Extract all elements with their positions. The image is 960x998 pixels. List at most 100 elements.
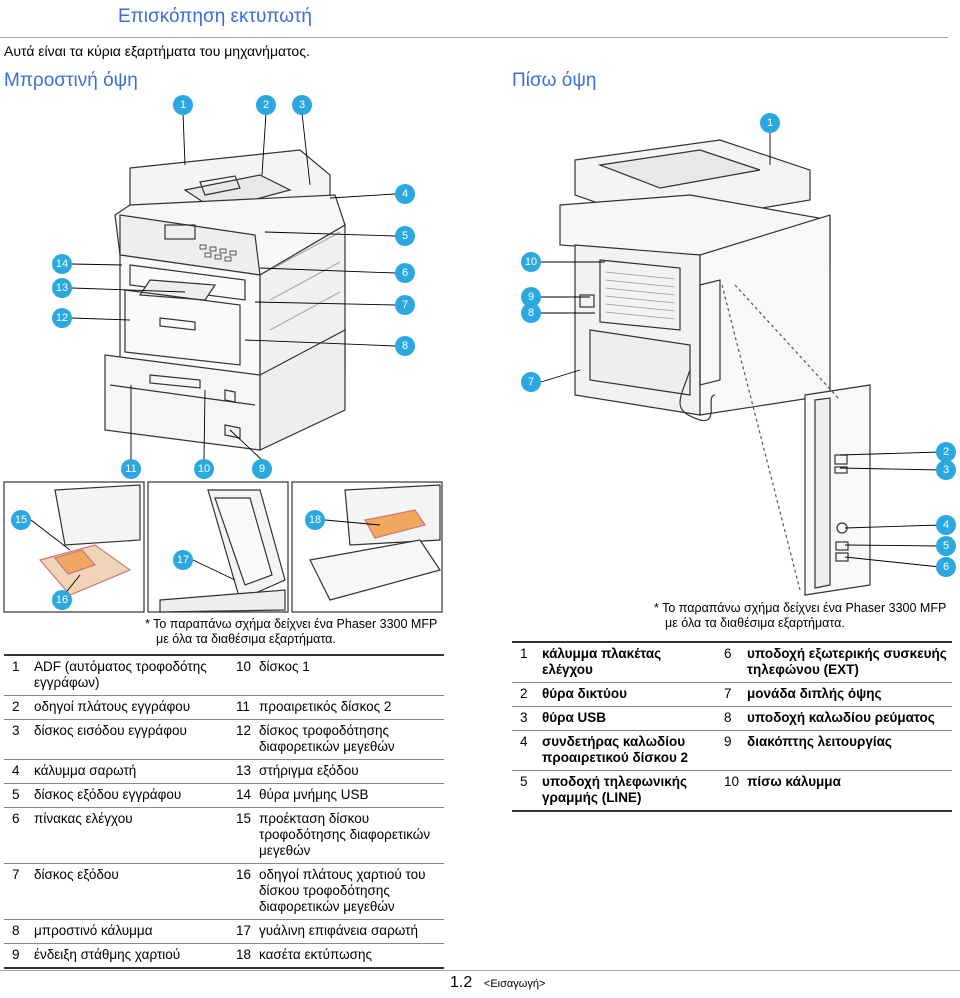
part-number: 13 (236, 763, 252, 778)
front-callout-5: 5 (395, 226, 415, 246)
rear-note: * Το παραπάνω σχήμα δείχνει ένα Phaser 3… (654, 601, 946, 631)
inset-bypass-tray (3, 481, 145, 613)
front-note: * Το παραπάνω σχήμα δείχνει ένα Phaser 3… (145, 617, 437, 647)
part-label: δίσκος εξόδου εγγράφου (34, 787, 182, 802)
part-number: 12 (236, 723, 252, 738)
part-label: συνδετήρας καλωδίου προαιρετικού δίσκου … (542, 734, 689, 765)
part-label: οδηγοί πλάτους εγγράφου (34, 699, 191, 714)
rear-callout-8: 8 (521, 303, 541, 323)
part-number: 11 (236, 699, 251, 714)
front-callout-11: 11 (121, 459, 141, 479)
part-label: μονάδα διπλής όψης (747, 686, 882, 701)
part-label: θύρα μνήμης USB (259, 787, 369, 802)
inset-toner-cartridge (291, 481, 443, 613)
front-callout-18: 18 (305, 510, 325, 530)
page-title: Επισκόπηση εκτυπωτή (118, 6, 312, 27)
part-number: 6 (12, 811, 20, 826)
part-label: πίσω κάλυμμα (747, 774, 841, 789)
part-label: κασέτα εκτύπωσης (259, 947, 372, 962)
part-number: 5 (12, 787, 20, 802)
rear-note-line2: με όλα τα διαθέσιμα εξαρτήματα. (665, 616, 845, 630)
part-number: 9 (12, 947, 20, 962)
rear-callout-10: 10 (521, 252, 541, 272)
front-callout-13: 13 (52, 278, 72, 298)
part-number: 6 (724, 646, 732, 661)
rear-note-line1: * Το παραπάνω σχήμα δείχνει ένα Phaser 3… (654, 601, 947, 615)
part-label: κάλυμμα σαρωτή (34, 763, 137, 778)
table-row: 2 οδηγοί πλάτους εγγράφου 11 προαιρετικός δ… (4, 696, 444, 720)
rear-callout-2: 2 (936, 442, 956, 462)
part-label: προαιρετικός δίσκος 2 (259, 699, 392, 714)
front-note-line1: * Το παραπάνω σχήμα δείχνει ένα Phaser 3… (145, 617, 438, 631)
front-callout-4: 4 (395, 184, 415, 204)
front-printer-drawing (104, 149, 346, 451)
front-callout-8: 8 (395, 336, 415, 356)
part-number: 8 (724, 710, 732, 725)
rear-callout-3: 3 (936, 460, 956, 480)
part-number: 7 (724, 686, 732, 701)
front-callout-10: 10 (194, 459, 214, 479)
inset-scanner-glass (147, 481, 289, 613)
part-number: 10 (236, 659, 252, 674)
rear-callout-4: 4 (936, 515, 956, 535)
front-callout-12: 12 (52, 308, 72, 328)
part-label: υποδοχή καλωδίου ρεύματος (747, 710, 935, 725)
page-number: 1.2 (450, 974, 473, 991)
part-number: 7 (12, 867, 20, 882)
front-callout-6: 6 (395, 263, 415, 283)
part-label: διακόπτης λειτουργίας (747, 734, 892, 749)
part-number: 17 (236, 923, 252, 938)
part-label: θύρα δικτύου (542, 686, 628, 701)
rear-view-heading: Πίσω όψη (512, 70, 597, 91)
front-view-heading: Μπροστινή όψη (4, 70, 138, 91)
part-label: προέκταση δίσκου τροφοδότησης διαφορετικ… (259, 811, 431, 858)
front-callout-14: 14 (52, 254, 72, 274)
part-label: ένδειξη στάθμης χαρτιού (34, 947, 181, 962)
front-note-line2: με όλα τα διαθέσιμα εξαρτήματα. (156, 632, 336, 646)
part-number: 2 (520, 686, 528, 701)
part-number: 1 (12, 659, 20, 674)
part-label: δίσκος 1 (259, 659, 310, 674)
rear-callout-9: 9 (521, 287, 541, 307)
part-label: υποδοχή τηλεφωνικής γραμμής (LINE) (542, 774, 688, 805)
part-label: στήριγμα εξόδου (259, 763, 359, 778)
table-row: 5 υποδοχή τηλεφωνικής γραμμής (LINE) 10 πίσ… (512, 771, 952, 811)
part-label: υποδοχή εξωτερικής συσκευής τηλεφώνου (E… (747, 646, 947, 677)
part-number: 3 (520, 710, 528, 725)
part-label: γυάλινη επιφάνεια σαρωτή (259, 923, 418, 938)
rear-printer-drawing (559, 139, 831, 422)
part-number: 15 (236, 811, 252, 826)
rear-callout-5: 5 (936, 536, 956, 556)
part-label: δίσκος εισόδου εγγράφου (34, 723, 187, 738)
footer: 1.2 <Εισαγωγή> (450, 974, 570, 996)
front-callout-17: 17 (173, 550, 193, 570)
part-number: 5 (520, 774, 528, 789)
rear-ports-detail (721, 284, 871, 596)
part-label: δίσκος εξόδου (34, 867, 119, 882)
front-callout-7: 7 (395, 295, 415, 315)
part-number: 8 (12, 923, 20, 938)
part-label: οδηγοί πλάτους χαρτιού του δίσκου τροφοδ… (259, 867, 426, 914)
front-callout-15: 15 (11, 510, 31, 530)
part-number: 2 (12, 699, 20, 714)
part-label: ADF (αυτόματος τροφοδότης εγγράφων) (34, 659, 207, 690)
front-parts-table: 1 ADF (αυτόματος τροφοδότης εγγράφων) 10 δί… (4, 654, 444, 969)
part-label: δίσκος τροφοδότησης διαφορετικών μεγεθών (259, 723, 395, 754)
part-label: κάλυμμα πλακέτας ελέγχου (542, 646, 662, 677)
footer-divider (0, 970, 960, 971)
part-number: 10 (724, 774, 740, 789)
table-row: 1 ADF (αυτόματος τροφοδότης εγγράφων) 10 δί… (4, 655, 444, 696)
front-callout-9: 9 (252, 459, 272, 479)
part-number: 9 (724, 734, 732, 749)
chapter-label: <Εισαγωγή> (483, 978, 546, 990)
title-divider (0, 37, 948, 38)
